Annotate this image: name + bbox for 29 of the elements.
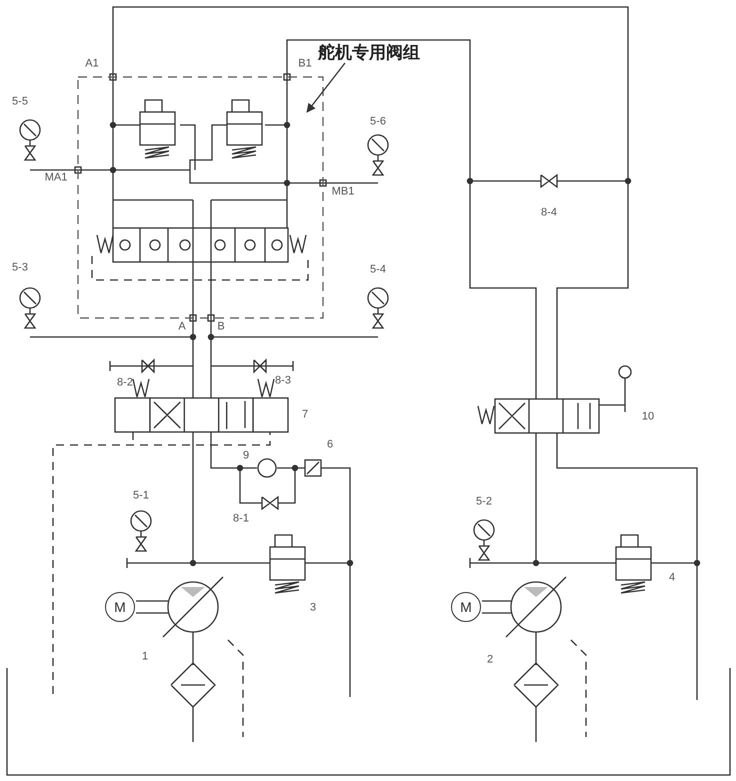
port-label: B <box>217 322 225 332</box>
callout-number: 5-2 <box>476 496 492 508</box>
callout-number: 5-6 <box>370 116 386 128</box>
callout-number: 5-5 <box>12 96 28 108</box>
callout-number: 8-2 <box>117 378 133 388</box>
motor-circle: M <box>105 592 135 622</box>
callout-number: 3 <box>310 602 316 614</box>
callout-number: 8-3 <box>275 376 291 386</box>
callout-number: 1 <box>142 652 148 662</box>
callout-number: 9 <box>242 450 250 462</box>
callout-number: 6 <box>326 440 334 450</box>
callout-number: 7 <box>302 410 308 420</box>
callout-number: 10 <box>642 412 654 422</box>
port-label: A <box>178 322 186 332</box>
callout-number: 8-1 <box>233 514 249 524</box>
callout-label: 舵机专用阀组 <box>318 45 420 62</box>
callout-number: 4 <box>668 572 676 584</box>
port-label: A1 <box>85 58 99 70</box>
port-label: MB1 <box>332 186 354 198</box>
port-label: MA1 <box>44 172 68 184</box>
callout-number: 5-3 <box>12 262 28 274</box>
port-label: B1 <box>298 58 312 70</box>
callout-number: 5-4 <box>370 264 386 276</box>
motor-circle: M <box>451 592 481 622</box>
callout-number: 8-4 <box>541 208 557 218</box>
callout-number: 2 <box>486 654 494 666</box>
callout-number: 5-1 <box>133 490 149 502</box>
valve-block-outline <box>77 76 324 319</box>
leader-arrow <box>306 62 346 113</box>
